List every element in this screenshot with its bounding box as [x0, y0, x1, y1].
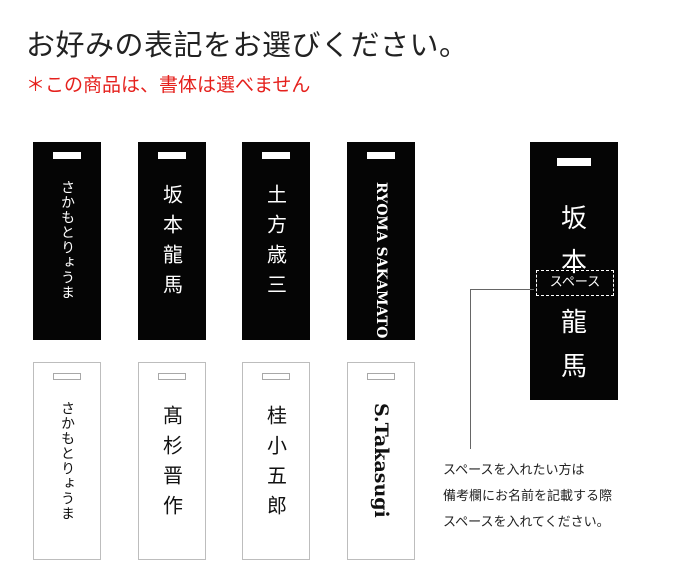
- tag-hole: [158, 152, 186, 159]
- instruction-line: スペースを入れてください。: [443, 515, 610, 530]
- tag-label: 桂小五郎: [263, 405, 288, 525]
- tag-option-dark-roman[interactable]: RYOMA SAKAMATO: [347, 142, 415, 340]
- font-note: ＊この商品は、書体は選べません: [26, 74, 311, 96]
- tag-hole: [262, 152, 290, 159]
- tag-option-dark-kanji-1[interactable]: 坂本龍馬: [138, 142, 206, 340]
- tag-option-light-kanji-2[interactable]: 桂小五郎: [242, 362, 310, 560]
- tag-label: RYOMA SAKAMATO: [373, 182, 389, 339]
- tag-option-light-roman[interactable]: S.Takasugi: [347, 362, 415, 560]
- tag-label: 土方歳三: [263, 184, 288, 304]
- leader-line: [470, 289, 471, 449]
- tag-option-light-hiragana[interactable]: さかもとりょうま: [33, 362, 101, 560]
- space-indicator: スペース: [536, 270, 614, 296]
- tag-label: さかもとりょうま: [59, 401, 75, 521]
- example-tag: 坂 本 スペース 龍 馬: [530, 142, 618, 400]
- instruction-line: スペースを入れたい方は: [443, 463, 585, 478]
- space-instructions: スペースを入れたい方は 備考欄にお名前を記載する際 スペースを入れてください。: [443, 458, 612, 536]
- tag-hole: [557, 158, 591, 166]
- tag-hole: [367, 152, 395, 159]
- page-title: お好みの表記をお選びください。: [26, 28, 469, 62]
- tag-label: S.Takasugi: [370, 403, 392, 518]
- tag-option-dark-hiragana[interactable]: さかもとりょうま: [33, 142, 101, 340]
- tag-hole: [262, 373, 290, 380]
- tag-option-light-kanji-1[interactable]: 髙杉晋作: [138, 362, 206, 560]
- tag-hole: [158, 373, 186, 380]
- example-char: 本: [560, 248, 587, 278]
- example-char: 馬: [560, 352, 587, 382]
- tag-label: 坂本龍馬: [159, 184, 184, 304]
- leader-line: [470, 289, 534, 290]
- tag-hole: [367, 373, 395, 380]
- tag-label: さかもとりょうま: [59, 180, 75, 300]
- instruction-line: 備考欄にお名前を記載する際: [443, 489, 613, 504]
- tag-hole: [53, 373, 81, 380]
- example-char: 龍: [560, 308, 587, 338]
- tag-label: 髙杉晋作: [159, 405, 184, 525]
- tag-hole: [53, 152, 81, 159]
- tag-option-dark-kanji-2[interactable]: 土方歳三: [242, 142, 310, 340]
- example-char: 坂: [560, 204, 587, 234]
